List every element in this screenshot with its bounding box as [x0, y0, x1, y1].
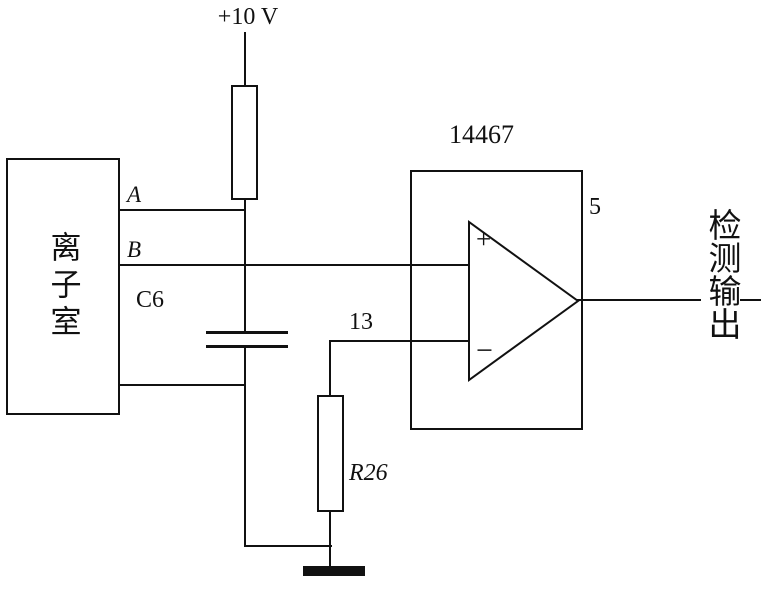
- inverting-input-label: −: [476, 334, 493, 367]
- capacitor-plate-top: [206, 331, 288, 334]
- resistor-r26: [317, 395, 344, 512]
- detection-output-label: 检测输出: [701, 206, 740, 342]
- opamp-triangle: [468, 220, 580, 382]
- ion-chamber-label: 离子室: [45, 231, 81, 342]
- wire-node-b: [120, 264, 470, 266]
- ion-chamber-box: 离子室: [6, 158, 120, 415]
- noninverting-input-label: +: [476, 224, 492, 254]
- pin5-label: 5: [589, 194, 601, 220]
- wire-chamber-bottom: [120, 384, 246, 386]
- capacitor-gap: [206, 334, 288, 345]
- resistor-r26-label: R26: [349, 460, 388, 486]
- wire-pin13: [330, 340, 471, 342]
- wire-node-a: [120, 209, 245, 211]
- capacitor-plate-bottom: [206, 345, 288, 348]
- supply-voltage-label: +10 V: [217, 4, 279, 30]
- wire-ground-run: [244, 545, 332, 547]
- ic-part-number: 14467: [449, 120, 514, 149]
- pullup-resistor: [231, 85, 258, 200]
- ground-symbol: [303, 566, 365, 576]
- wire-supply-vertical: [244, 32, 246, 546]
- node-a-label: A: [127, 182, 142, 207]
- pin13-label: 13: [349, 309, 373, 335]
- wire-output: [577, 299, 761, 301]
- node-b-label: B: [127, 237, 142, 262]
- capacitor-label: C6: [136, 287, 165, 313]
